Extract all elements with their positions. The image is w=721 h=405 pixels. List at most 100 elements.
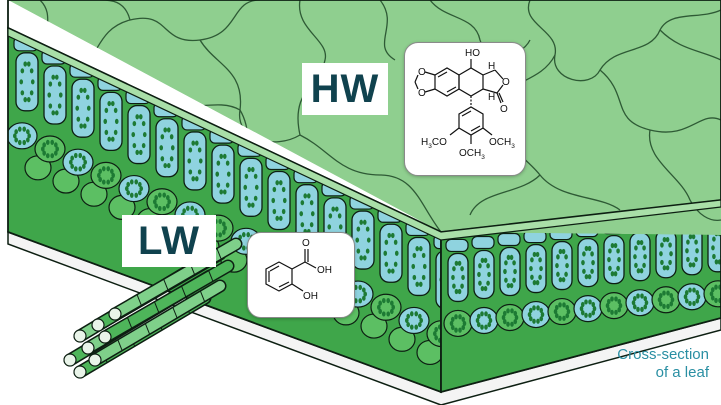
chloroplast xyxy=(454,327,458,333)
chloroplast xyxy=(415,281,420,287)
chloroplast xyxy=(381,311,386,317)
chloroplast xyxy=(160,156,165,162)
chloroplast xyxy=(421,274,426,281)
chloroplast xyxy=(554,313,559,319)
chloroplast xyxy=(27,133,32,139)
chloroplast xyxy=(662,290,666,296)
atom-h3co: H3CO xyxy=(421,137,447,150)
chloroplast xyxy=(512,260,516,266)
chloroplast xyxy=(106,179,111,185)
salicylic-acid-structure-card: O OH OH xyxy=(247,232,355,318)
chloroplast xyxy=(48,103,53,109)
chloroplast xyxy=(135,149,140,155)
chloroplast xyxy=(69,159,73,165)
chloroplast xyxy=(42,142,46,148)
chloroplast xyxy=(406,313,410,319)
chloroplast xyxy=(610,242,615,249)
chloroplast xyxy=(219,153,224,159)
atom-oh-phenol: OH xyxy=(303,291,318,302)
chloroplast xyxy=(82,123,87,129)
vein-tube-segment xyxy=(117,340,123,351)
chloroplast xyxy=(636,306,640,312)
chloroplast xyxy=(47,92,52,98)
chloroplast xyxy=(159,145,164,151)
palisade-cell xyxy=(379,223,403,283)
vein-tube-segment xyxy=(216,248,222,259)
chloroplast xyxy=(669,292,674,299)
atom-oh-acid: OH xyxy=(317,265,332,276)
chloroplast xyxy=(659,251,663,257)
caption-line-2: of a leaf xyxy=(655,364,709,381)
chloroplast xyxy=(712,236,716,242)
palisade-cell xyxy=(351,210,375,270)
chloroplast xyxy=(78,152,83,159)
chloroplast xyxy=(141,120,146,127)
chloroplast xyxy=(306,193,311,199)
chloroplast xyxy=(478,280,482,286)
atom-och3-right: OCH3 xyxy=(489,137,515,150)
spongy-cell xyxy=(398,306,430,335)
chloroplast xyxy=(327,224,332,230)
chloroplast xyxy=(658,292,663,299)
chloroplast xyxy=(194,140,199,146)
chloroplast xyxy=(383,250,388,256)
chloroplast xyxy=(272,208,277,215)
chloroplast xyxy=(362,219,367,225)
palisade-cell xyxy=(71,78,95,138)
chloroplast xyxy=(334,206,339,212)
chloroplast xyxy=(363,291,368,297)
chloroplast xyxy=(222,153,227,159)
chloroplast xyxy=(556,254,560,260)
chloroplast xyxy=(414,311,419,317)
chloroplast xyxy=(275,180,280,186)
chloroplast xyxy=(132,120,137,127)
spongy-cell xyxy=(651,286,681,314)
chloroplast xyxy=(530,257,534,263)
chloroplast xyxy=(634,245,638,251)
chloroplast xyxy=(709,291,714,297)
chloroplast xyxy=(26,61,31,67)
vein-tube-end xyxy=(73,365,87,379)
chloroplast xyxy=(539,307,544,314)
atom-o-ring1: O xyxy=(418,67,426,78)
palisade-cell xyxy=(655,229,677,279)
chloroplast xyxy=(556,271,560,277)
chloroplast xyxy=(154,195,158,201)
chloroplast xyxy=(688,300,692,307)
epidermis-cell xyxy=(497,232,521,247)
chloroplast xyxy=(418,281,423,287)
chloroplast xyxy=(75,105,80,111)
spongy-cell xyxy=(118,174,150,203)
chloroplast xyxy=(696,294,701,300)
chloroplast xyxy=(582,268,586,274)
vein-tube-segment xyxy=(145,323,150,335)
chloroplast xyxy=(365,248,370,254)
chloroplast xyxy=(558,277,563,283)
chloroplast xyxy=(477,271,481,278)
chloroplast xyxy=(157,205,162,212)
chloroplast xyxy=(480,311,484,317)
chloroplast xyxy=(390,268,395,274)
chloroplast xyxy=(82,163,86,169)
chloroplast xyxy=(166,195,170,201)
chloroplast xyxy=(506,321,510,327)
chloroplast xyxy=(391,304,396,310)
caption-line-1: Cross-section xyxy=(617,346,709,363)
chloroplast xyxy=(457,260,462,266)
chloroplast xyxy=(662,265,667,271)
palisade-cell xyxy=(435,249,441,310)
chloroplast xyxy=(355,237,360,243)
chloroplast xyxy=(686,239,690,245)
chloroplast xyxy=(50,153,55,159)
chloroplast xyxy=(618,303,623,309)
chloroplast xyxy=(581,260,585,266)
chloroplast xyxy=(710,295,715,301)
chloroplast xyxy=(135,114,140,120)
spongy-cell xyxy=(426,320,441,348)
chloroplast xyxy=(657,297,662,303)
chloroplast xyxy=(300,200,305,206)
vein-tube-segment xyxy=(136,294,142,306)
chloroplast xyxy=(394,250,399,256)
chloroplast xyxy=(83,159,87,165)
chloroplast xyxy=(714,297,718,304)
